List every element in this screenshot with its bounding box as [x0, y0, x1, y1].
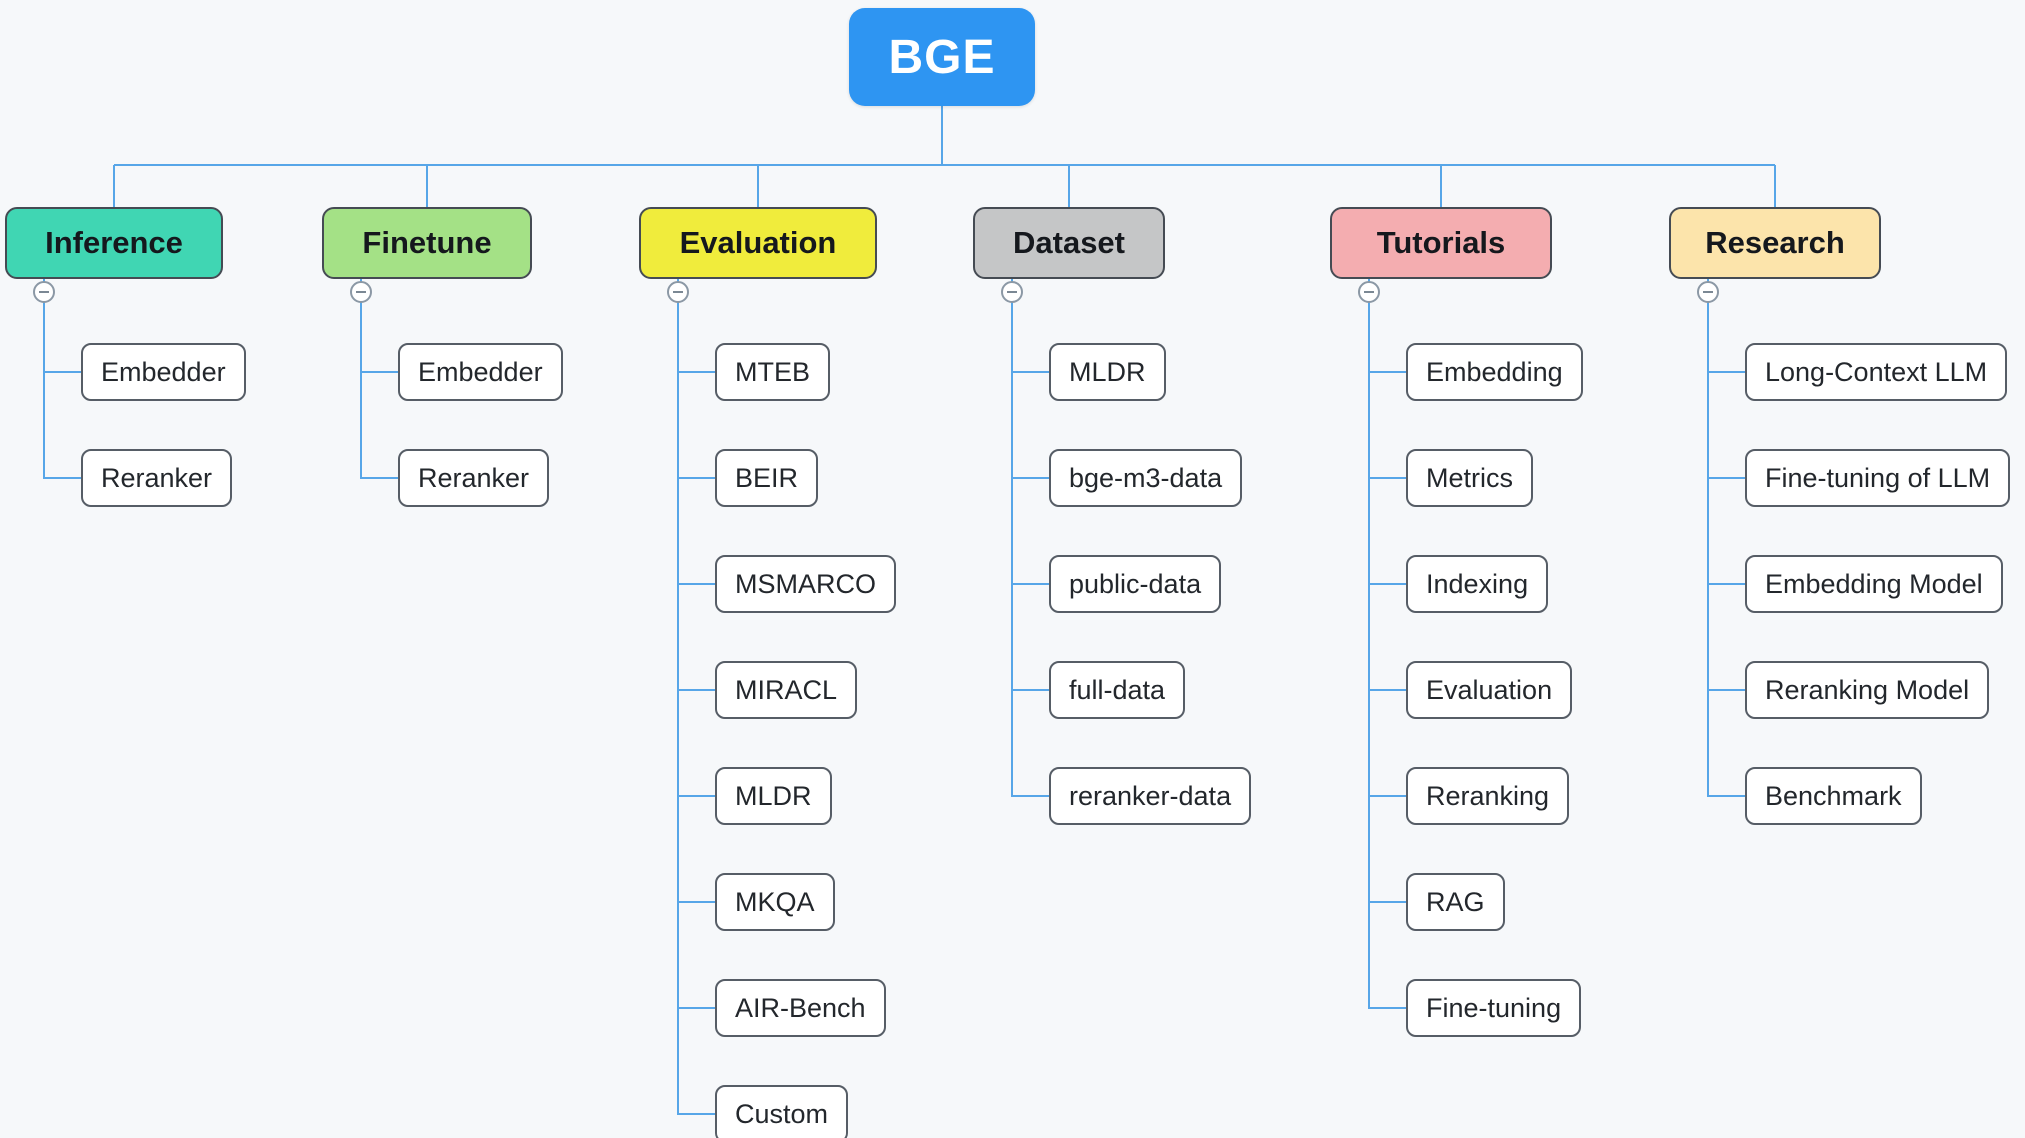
child-node: full-data [1011, 661, 1251, 767]
child-node: Reranker [360, 449, 563, 507]
child-node-box[interactable]: Reranker [398, 449, 550, 507]
child-node: public-data [1011, 555, 1251, 661]
children-group-evaluation: MTEB BEIR MSMARCO MIRACL MLDR MKQA AIR-B… [677, 279, 896, 1138]
child-node-box[interactable]: Fine-tuning [1406, 979, 1582, 1037]
branch-finetune: Finetune Embedder Reranker [322, 207, 563, 507]
child-node-box[interactable]: MKQA [715, 873, 835, 931]
child-node: Reranking [1368, 767, 1583, 873]
child-node: Long-Context LLM [1707, 343, 2010, 449]
collapse-minus-icon[interactable] [33, 281, 55, 303]
child-node-box[interactable]: Fine-tuning of LLM [1745, 449, 2011, 507]
child-node-box[interactable]: Custom [715, 1085, 849, 1138]
child-node: Reranker [43, 449, 246, 507]
child-node: Indexing [1368, 555, 1583, 661]
child-node: MLDR [1011, 343, 1251, 449]
child-node: AIR-Bench [677, 979, 896, 1085]
child-node-box[interactable]: Benchmark [1745, 767, 1922, 825]
child-node: Custom [677, 1085, 896, 1138]
branch-node-inference[interactable]: Inference [5, 207, 223, 279]
child-node-box[interactable]: Embedding [1406, 343, 1583, 401]
child-node-box[interactable]: Metrics [1406, 449, 1533, 507]
child-node: reranker-data [1011, 767, 1252, 825]
child-node: Reranking Model [1707, 661, 2010, 767]
child-node-box[interactable]: Embedder [398, 343, 563, 401]
child-node-box[interactable]: Long-Context LLM [1745, 343, 2008, 401]
child-node: MLDR [677, 767, 896, 873]
child-node-box[interactable]: Indexing [1406, 555, 1549, 613]
child-node-box[interactable]: MLDR [1049, 343, 1166, 401]
child-node: Metrics [1368, 449, 1583, 555]
child-node-box[interactable]: reranker-data [1049, 767, 1252, 825]
branch-node-finetune[interactable]: Finetune [322, 207, 532, 279]
collapse-minus-icon[interactable] [1001, 281, 1023, 303]
children-group-tutorials: Embedding Metrics Indexing Evaluation Re… [1368, 279, 1583, 1037]
child-node: BEIR [677, 449, 896, 555]
child-node: MSMARCO [677, 555, 896, 661]
child-node: Benchmark [1707, 767, 2010, 825]
child-node: MKQA [677, 873, 896, 979]
children-group-finetune: Embedder Reranker [360, 279, 563, 507]
child-node: Embedder [360, 343, 563, 449]
child-node: Embedder [43, 343, 246, 449]
children-group-research: Long-Context LLM Fine-tuning of LLM Embe… [1707, 279, 2011, 825]
child-node-box[interactable]: AIR-Bench [715, 979, 886, 1037]
branch-tutorials: Tutorials Embedding Metrics Indexing Eva… [1330, 207, 1583, 1037]
child-node: bge-m3-data [1011, 449, 1251, 555]
child-node-box[interactable]: MTEB [715, 343, 831, 401]
branch-inference: Inference Embedder Reranker [5, 207, 246, 507]
child-node: MIRACL [677, 661, 896, 767]
collapse-minus-icon[interactable] [1697, 281, 1719, 303]
child-node: Fine-tuning of LLM [1707, 449, 2011, 555]
child-node-box[interactable]: Reranker [81, 449, 233, 507]
child-node-box[interactable]: Evaluation [1406, 661, 1573, 719]
collapse-minus-icon[interactable] [1358, 281, 1380, 303]
child-node-box[interactable]: full-data [1049, 661, 1186, 719]
child-node: Embedding Model [1707, 555, 2010, 661]
child-node-box[interactable]: BEIR [715, 449, 819, 507]
children-group-inference: Embedder Reranker [43, 279, 246, 507]
child-node-box[interactable]: MIRACL [715, 661, 858, 719]
child-node-box[interactable]: public-data [1049, 555, 1222, 613]
child-node-box[interactable]: Embedding Model [1745, 555, 2003, 613]
child-node-box[interactable]: Reranking [1406, 767, 1570, 825]
branch-node-research[interactable]: Research [1669, 207, 1881, 279]
child-node: Embedding [1368, 343, 1583, 449]
child-node: Fine-tuning [1368, 979, 1583, 1037]
branch-node-dataset[interactable]: Dataset [973, 207, 1165, 279]
root-node-bge[interactable]: BGE [849, 8, 1035, 106]
child-node: MTEB [677, 343, 896, 449]
child-node-box[interactable]: bge-m3-data [1049, 449, 1243, 507]
branch-evaluation: Evaluation MTEB BEIR MSMARCO MIRACL MLDR… [639, 207, 896, 1138]
branch-node-tutorials[interactable]: Tutorials [1330, 207, 1552, 279]
branch-research: Research Long-Context LLM Fine-tuning of… [1669, 207, 2011, 825]
children-group-dataset: MLDR bge-m3-data public-data full-data r… [1011, 279, 1252, 825]
branch-dataset: Dataset MLDR bge-m3-data public-data ful… [973, 207, 1252, 825]
collapse-minus-icon[interactable] [667, 281, 689, 303]
child-node: Evaluation [1368, 661, 1583, 767]
child-node-box[interactable]: MSMARCO [715, 555, 896, 613]
child-node: RAG [1368, 873, 1583, 979]
collapse-minus-icon[interactable] [350, 281, 372, 303]
child-node-box[interactable]: Embedder [81, 343, 246, 401]
child-node-box[interactable]: MLDR [715, 767, 832, 825]
child-node-box[interactable]: RAG [1406, 873, 1505, 931]
child-node-box[interactable]: Reranking Model [1745, 661, 1990, 719]
branch-node-evaluation[interactable]: Evaluation [639, 207, 877, 279]
